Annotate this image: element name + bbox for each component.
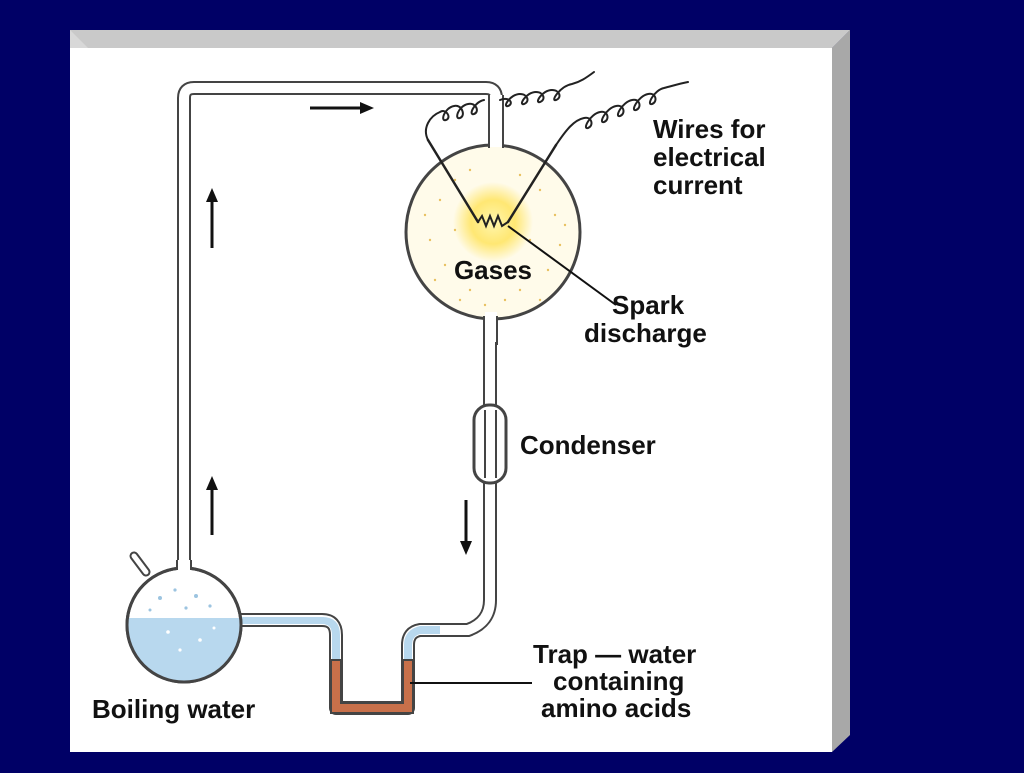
gases-label: Gases — [454, 255, 532, 285]
top-loop-tube-inner — [179, 83, 501, 575]
condenser — [472, 403, 508, 485]
right-coil-wire — [555, 81, 689, 146]
right-electrode — [506, 143, 558, 224]
arrow-down-icon — [460, 500, 472, 555]
tube-water — [238, 617, 440, 660]
labels: Wires for electrical current Gases Spark… — [92, 114, 766, 724]
condenser-label: Condenser — [520, 430, 656, 460]
left-coil-wire — [424, 99, 485, 141]
upper-coil-wire — [499, 71, 595, 108]
coiled-wires — [424, 71, 689, 146]
leader-lines — [410, 225, 617, 684]
wires-label-line1: Wires for — [653, 114, 765, 144]
flow-arrows — [206, 102, 472, 555]
spark-label-line1: Spark — [612, 290, 685, 320]
bubbles — [148, 588, 216, 652]
trap-label-line2: containing — [553, 666, 684, 696]
wires-label-line3: current — [653, 170, 743, 200]
boiling-water-label: Boiling water — [92, 694, 255, 724]
condenser-jacket — [472, 403, 508, 485]
arrow-right-icon — [310, 102, 374, 114]
wires-label-line2: electrical — [653, 142, 766, 172]
arrow-up-icon — [206, 188, 218, 248]
electrodes — [426, 138, 558, 229]
spark-zigzag — [477, 213, 509, 229]
board-bevel-right — [832, 30, 850, 752]
trap-liquid — [330, 659, 414, 714]
spark-leader-line — [507, 225, 617, 306]
trap-label-line1: Trap — water — [533, 639, 696, 669]
board-bevel-top — [70, 30, 850, 48]
arrow-up-icon — [206, 476, 218, 535]
spark-label-line2: discharge — [584, 318, 707, 348]
left-electrode — [426, 138, 480, 224]
trap-label-line3: amino acids — [541, 693, 691, 723]
